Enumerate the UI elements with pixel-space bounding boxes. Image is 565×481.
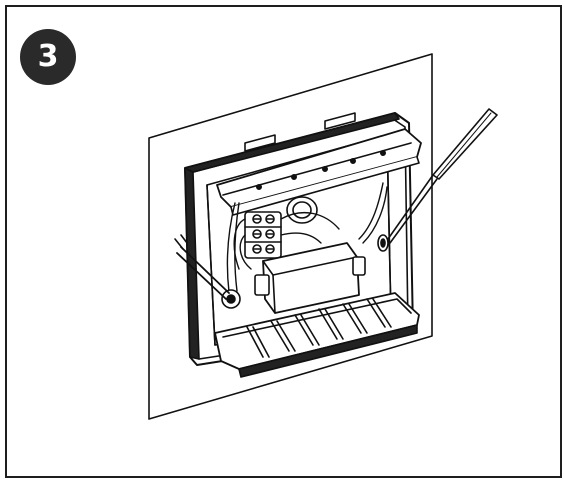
instruction-panel: 3: [5, 5, 562, 478]
top-cover-flap: [216, 128, 422, 216]
electronic-module: [254, 242, 366, 314]
step-number-badge: 3: [20, 29, 76, 85]
bottom-cover-flap: [214, 292, 420, 378]
cable-gland: [221, 289, 241, 309]
wall-box-installation-icon: [148, 53, 498, 420]
terminal-block: [244, 211, 282, 259]
wires: [226, 182, 388, 293]
incoming-cable: [174, 234, 230, 300]
screwdriver: [387, 108, 498, 244]
step-number: 3: [37, 39, 59, 74]
cable-entry-hole: [286, 196, 318, 224]
